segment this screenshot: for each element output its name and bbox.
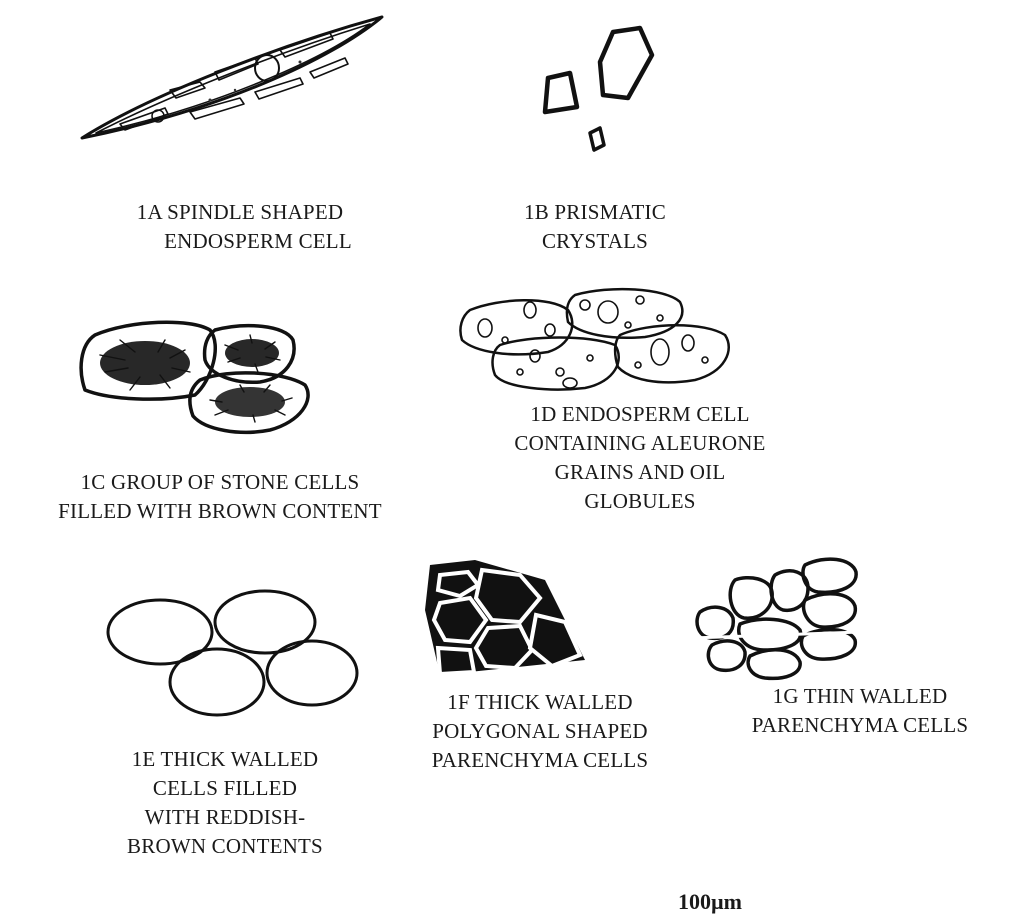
caption-line: PARENCHYMA CELLS xyxy=(700,711,1020,740)
caption-line: WITH REDDISH- xyxy=(75,803,375,832)
caption-line: BROWN CONTENTS xyxy=(75,832,375,861)
figure-1g-thin-walled-cells xyxy=(692,559,860,678)
scale-bar-label: 100µm xyxy=(650,889,770,915)
caption-1c: 1C GROUP OF STONE CELLS FILLED WITH BROW… xyxy=(5,468,435,526)
figure-1e-thick-walled-cells xyxy=(108,591,357,715)
caption-line: POLYGONAL SHAPED xyxy=(385,717,695,746)
caption-line: 1B PRISMATIC xyxy=(495,198,695,227)
caption-1f: 1F THICK WALLED POLYGONAL SHAPED PARENCH… xyxy=(385,688,695,775)
caption-line: 1C GROUP OF STONE CELLS xyxy=(5,468,435,497)
figure-1a-spindle-cell xyxy=(82,17,382,138)
caption-1g: 1G THIN WALLED PARENCHYMA CELLS xyxy=(700,682,1020,740)
caption-line: CONTAINING ALEURONE xyxy=(460,429,820,458)
caption-line: FILLED WITH BROWN CONTENT xyxy=(5,497,435,526)
figure-1f-polygonal-cells xyxy=(425,560,585,675)
caption-1b: 1B PRISMATIC CRYSTALS xyxy=(495,198,695,256)
caption-line: ENDOSPERM CELL xyxy=(70,227,410,256)
figure-1d-aleurone-cells xyxy=(460,289,728,389)
caption-line: GLOBULES xyxy=(460,487,820,516)
caption-1e: 1E THICK WALLED CELLS FILLED WITH REDDIS… xyxy=(75,745,375,861)
caption-1d: 1D ENDOSPERM CELL CONTAINING ALEURONE GR… xyxy=(460,400,820,516)
caption-line: 1F THICK WALLED xyxy=(385,688,695,717)
caption-line: CRYSTALS xyxy=(495,227,695,256)
caption-line: GRAINS AND OIL xyxy=(460,458,820,487)
caption-line: CELLS FILLED xyxy=(75,774,375,803)
caption-line: PARENCHYMA CELLS xyxy=(385,746,695,775)
caption-line: 1A SPINDLE SHAPED xyxy=(70,198,410,227)
figure-1c-stone-cells xyxy=(81,322,308,432)
caption-line: 1D ENDOSPERM CELL xyxy=(460,400,820,429)
caption-line: 1G THIN WALLED xyxy=(700,682,1020,711)
caption-line: 1E THICK WALLED xyxy=(75,745,375,774)
figure-1b-prismatic-crystals xyxy=(545,28,652,150)
caption-1a: 1A SPINDLE SHAPED ENDOSPERM CELL xyxy=(70,198,410,256)
